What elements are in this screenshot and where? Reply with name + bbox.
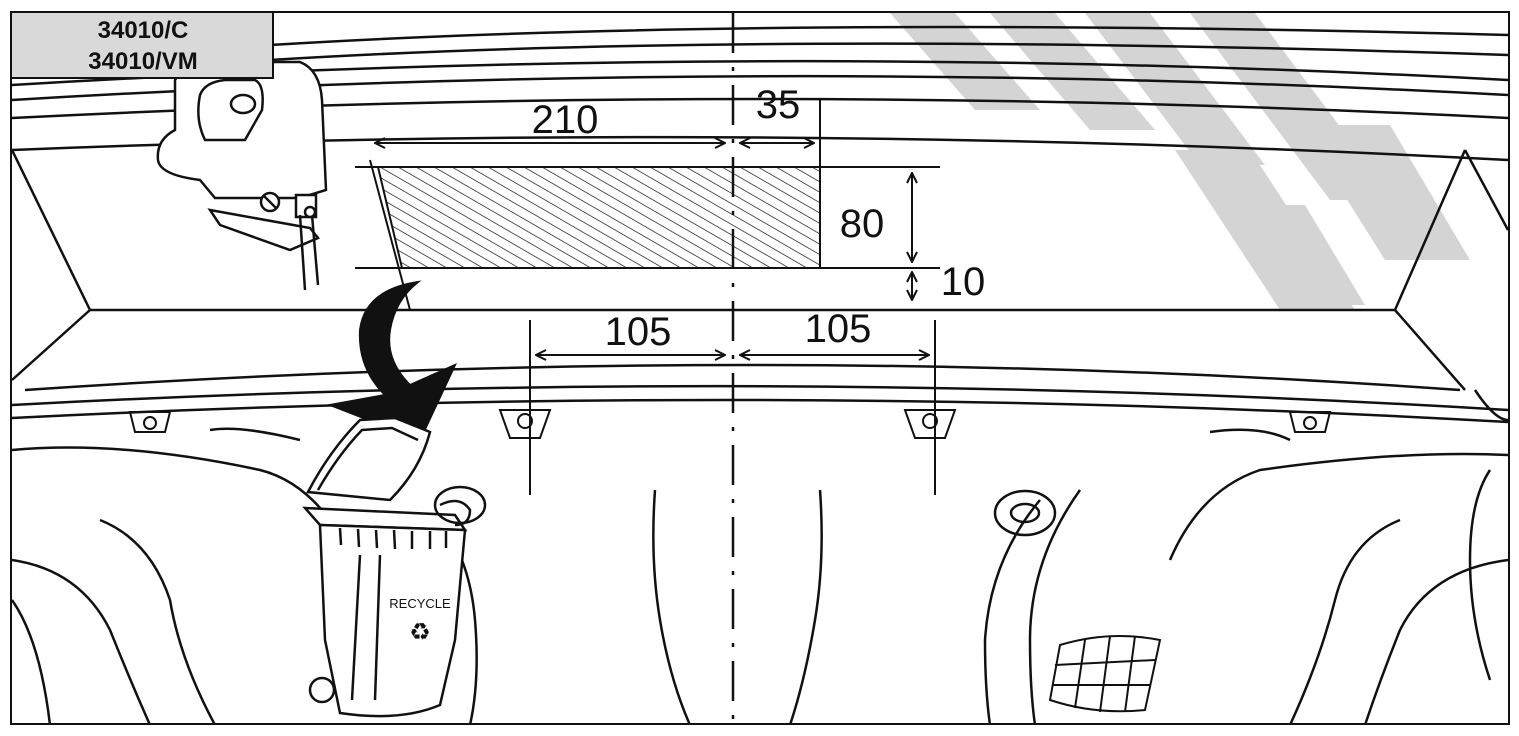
part-code-2: 34010/VM — [88, 48, 198, 75]
dimension-labels: 210 35 80 10 105 105 — [532, 83, 986, 354]
grommet-icon — [993, 489, 1057, 537]
curved-arrow-icon — [326, 280, 458, 442]
dim-105-right-label: 105 — [805, 307, 872, 351]
recycle-bin-icon — [302, 416, 487, 718]
part-code-box — [12, 13, 274, 79]
dim-105-left-label: 105 — [605, 310, 672, 354]
dim-80-label: 80 — [840, 202, 885, 246]
diagram-frame — [10, 11, 1510, 725]
dim-210-label: 210 — [532, 98, 599, 142]
dimension-arrows — [375, 143, 929, 355]
recycle-symbol-icon: ♻ — [409, 619, 431, 646]
part-code-1: 34010/C — [97, 17, 189, 44]
grille — [1048, 635, 1162, 713]
jigsaw-icon — [156, 60, 328, 291]
bin-label: RECYCLE — [389, 596, 451, 611]
screw-icon — [128, 409, 1332, 439]
dim-35-label: 35 — [756, 83, 801, 127]
dim-10-label: 10 — [941, 260, 986, 304]
